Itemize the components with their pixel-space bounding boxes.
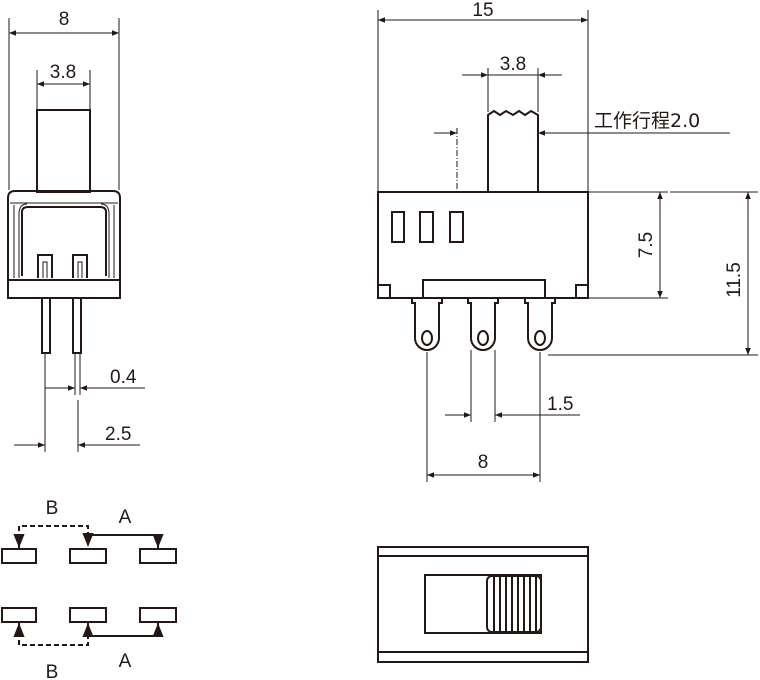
lever bbox=[36, 109, 91, 193]
dim-width-label: 8 bbox=[59, 9, 70, 30]
housing bbox=[7, 190, 121, 299]
slot bbox=[449, 211, 464, 243]
dim-lever-label: 3.8 bbox=[50, 62, 76, 83]
slot bbox=[391, 211, 405, 243]
circuit-schematic: B A A B bbox=[1, 498, 177, 680]
dim-body-height-label: 7.5 bbox=[636, 232, 657, 258]
lever bbox=[487, 109, 539, 192]
dim-width-label: 15 bbox=[472, 0, 493, 21]
terminals bbox=[411, 298, 556, 351]
dim-pin-width-label: 1.5 bbox=[547, 394, 573, 415]
slider-knob bbox=[486, 575, 542, 633]
travel-label: 工作行程2.0 bbox=[594, 110, 700, 132]
slot bbox=[419, 211, 434, 243]
pin bbox=[41, 297, 51, 354]
housing bbox=[377, 191, 589, 299]
dim-lever-label: 3.8 bbox=[500, 54, 526, 75]
label-b-bottom: B bbox=[46, 662, 59, 680]
dim-total-height-label: 11.5 bbox=[724, 262, 745, 298]
dim-pin-thickness-label: 0.4 bbox=[110, 367, 137, 388]
side-view: 8 3.8 0.4 2.5 bbox=[7, 9, 145, 452]
top-view bbox=[377, 546, 589, 663]
pin bbox=[72, 297, 82, 354]
front-view: 15 3.8 工作行程2.0 7.5 11.5 bbox=[377, 0, 758, 482]
label-b-top: B bbox=[46, 498, 59, 519]
dim-pin-span-label: 8 bbox=[478, 452, 489, 473]
label-a-top: A bbox=[119, 507, 132, 528]
dim-pin-pitch-label: 2.5 bbox=[105, 424, 131, 445]
label-a-bottom: A bbox=[119, 651, 132, 672]
